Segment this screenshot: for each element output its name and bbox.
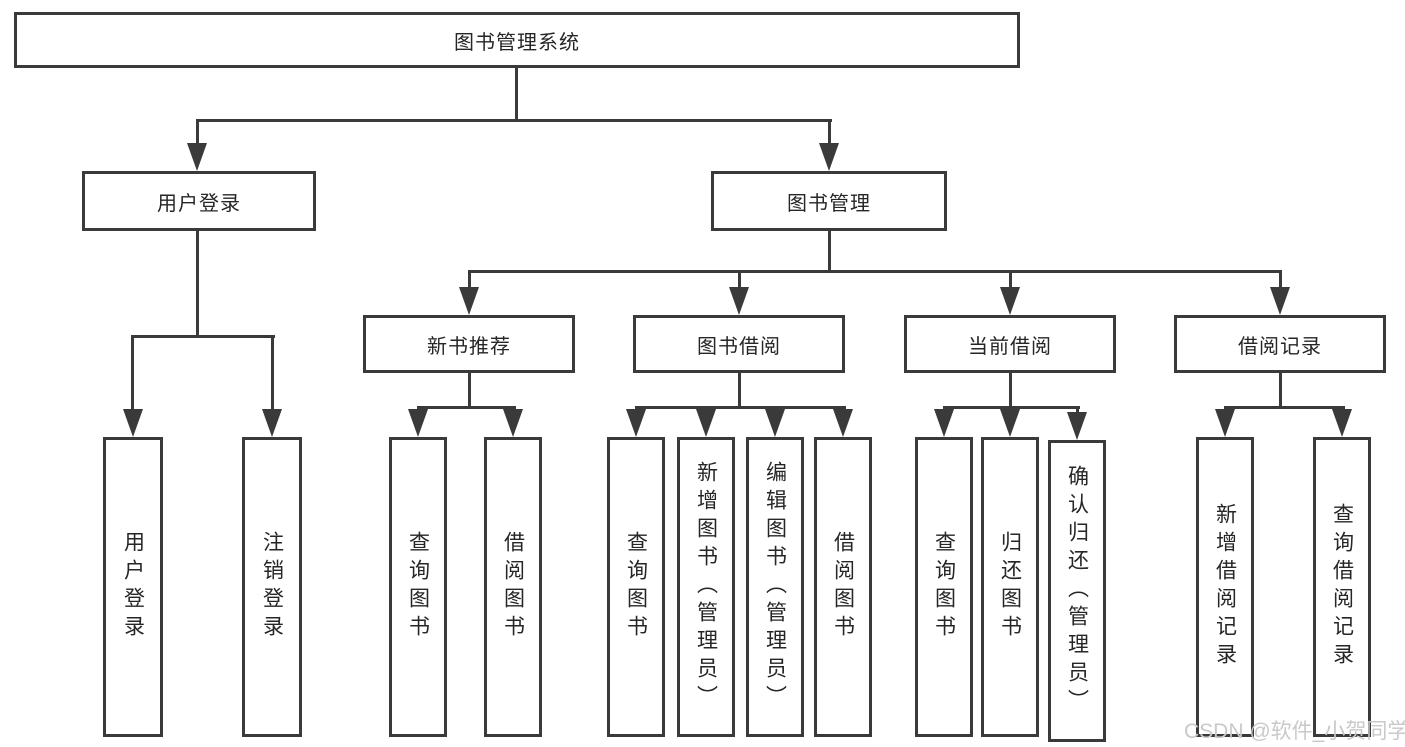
arrow-down-icon	[696, 409, 716, 437]
node-book-borrow-label: 图书借阅	[697, 335, 781, 358]
arrow-down-icon	[1067, 412, 1087, 440]
arrow-down-icon	[1332, 409, 1352, 437]
connector-book-mgmt-stub	[828, 119, 831, 147]
leaf-label: 查询借阅记录	[1330, 503, 1354, 671]
connector-stub	[1009, 270, 1012, 290]
leaf-label: 借阅图书	[831, 531, 855, 643]
arrow-down-icon	[819, 143, 839, 171]
connector-borrow-records-rail	[1224, 406, 1345, 409]
leaf-label: 新增借阅记录	[1213, 503, 1237, 671]
leaf-label: 新增图书（管理员）	[694, 461, 718, 713]
node-current-borrow: 当前借阅	[904, 315, 1116, 373]
leaf-label: 用户登录	[121, 531, 145, 643]
node-borrow-records-label: 借阅记录	[1238, 335, 1322, 358]
connector-stub	[468, 270, 471, 290]
connector-user-login-rail	[131, 335, 275, 338]
arrow-down-icon	[765, 409, 785, 437]
arrow-down-icon	[934, 409, 954, 437]
arrow-down-icon	[1000, 287, 1020, 315]
node-user-login-label: 用户登录	[157, 192, 241, 215]
connector-stub	[738, 270, 741, 290]
connector-borrow-records-stem	[1279, 373, 1282, 409]
node-current-borrow-label: 当前借阅	[968, 335, 1052, 358]
connector-book-borrow-stem	[738, 373, 741, 409]
arrow-down-icon	[1215, 409, 1235, 437]
arrow-down-icon	[262, 409, 282, 437]
connector-root-stem	[515, 68, 518, 122]
connector-new-book-rail	[417, 406, 516, 409]
node-leaf-confirm-return-admin: 确认归还（管理员）	[1048, 440, 1106, 742]
connector-book-borrow-rail	[635, 406, 846, 409]
arrow-down-icon	[1270, 287, 1290, 315]
node-leaf-user-login: 用户登录	[103, 437, 163, 737]
arrow-down-icon	[503, 409, 523, 437]
connector-level3-rail	[468, 270, 1282, 273]
node-new-book-recommend-label: 新书推荐	[427, 335, 511, 358]
leaf-label: 确认归还（管理员）	[1065, 465, 1089, 717]
node-book-management-label: 图书管理	[787, 192, 871, 215]
arrow-down-icon	[187, 143, 207, 171]
connector-current-borrow-stem	[1009, 373, 1012, 409]
node-leaf-query-borrow-record: 查询借阅记录	[1313, 437, 1371, 737]
connector-stub	[131, 335, 134, 411]
node-leaf-borrow-books: 借阅图书	[814, 437, 872, 737]
connector-current-borrow-rail	[943, 406, 1080, 409]
connector-book-mgmt-stem	[828, 231, 831, 273]
node-new-book-recommend: 新书推荐	[363, 315, 575, 373]
connector-new-book-stem	[468, 373, 471, 409]
node-leaf-query-books-current: 查询图书	[915, 437, 973, 737]
leaf-label: 查询图书	[406, 531, 430, 643]
arrow-down-icon	[626, 409, 646, 437]
node-borrow-records: 借阅记录	[1174, 315, 1386, 373]
node-leaf-return-books: 归还图书	[981, 437, 1039, 737]
node-root: 图书管理系统	[14, 12, 1020, 68]
leaf-label: 查询图书	[624, 531, 648, 643]
arrow-down-icon	[1000, 409, 1020, 437]
node-book-management: 图书管理	[711, 171, 947, 231]
watermark: CSDN @软件_小贺同学	[1184, 720, 1405, 743]
arrow-down-icon	[833, 409, 853, 437]
node-book-borrow: 图书借阅	[633, 315, 845, 373]
node-leaf-edit-books-admin: 编辑图书（管理员）	[746, 437, 804, 737]
node-leaf-borrow-books-recommend: 借阅图书	[484, 437, 542, 737]
leaf-label: 注销登录	[260, 531, 284, 643]
connector-user-login-stub	[196, 119, 199, 147]
connector-user-login-stem	[196, 231, 199, 338]
arrow-down-icon	[408, 409, 428, 437]
arrow-down-icon	[123, 409, 143, 437]
leaf-label: 编辑图书（管理员）	[763, 461, 787, 713]
connector-stub	[1076, 406, 1079, 414]
connector-stub	[1279, 270, 1282, 290]
arrow-down-icon	[729, 287, 749, 315]
node-root-label: 图书管理系统	[454, 31, 580, 54]
connector-level2-rail	[196, 119, 832, 122]
connector-stub	[271, 335, 274, 411]
node-user-login: 用户登录	[82, 171, 316, 231]
node-leaf-add-books-admin: 新增图书（管理员）	[677, 437, 735, 737]
leaf-label: 归还图书	[998, 531, 1022, 643]
node-leaf-query-books-recommend: 查询图书	[389, 437, 447, 737]
arrow-down-icon	[459, 287, 479, 315]
node-leaf-query-books-borrow: 查询图书	[607, 437, 665, 737]
node-leaf-add-borrow-record: 新增借阅记录	[1196, 437, 1254, 737]
leaf-label: 查询图书	[932, 531, 956, 643]
node-leaf-logout: 注销登录	[242, 437, 302, 737]
leaf-label: 借阅图书	[501, 531, 525, 643]
